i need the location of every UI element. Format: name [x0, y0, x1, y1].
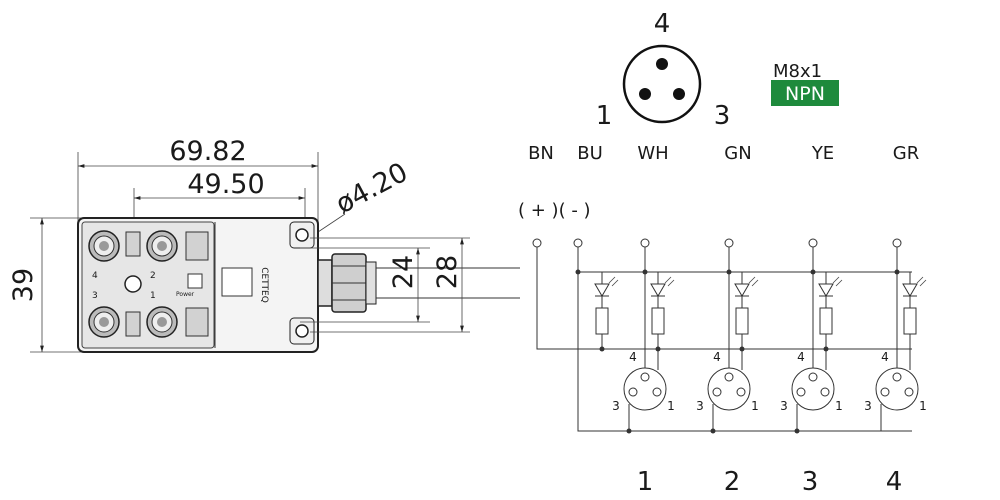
connector-face: [622, 44, 702, 124]
polarity-label: ( + )( - ): [518, 200, 591, 221]
pin-3-dot: [673, 88, 685, 100]
mounting-hole-top: [295, 228, 309, 242]
mechanical-drawing: 69.82 49.50 ø4.20 39: [8, 136, 520, 353]
dim-outer-pitch: 28: [432, 255, 463, 289]
pinout-left-number: 1: [596, 101, 613, 131]
pin-1-dot: [639, 88, 651, 100]
terminal-gr: [892, 238, 902, 248]
bus-negative: [577, 247, 912, 432]
mounting-hole-bottom: [295, 324, 309, 338]
wire-labels: BN BU WH GN YE GR ( + )( - ): [518, 143, 919, 221]
dim-height: 39: [8, 268, 39, 302]
gland-base: [317, 259, 333, 307]
bus-positive: [536, 247, 912, 350]
wire-label-wh: WH: [637, 143, 668, 164]
channel-3: 4 3 1: [780, 247, 843, 434]
type-badge: M8x1 NPN: [771, 61, 839, 106]
terminal-ye: [808, 238, 818, 248]
terminal-wh: [640, 238, 650, 248]
channel-4-pin-right: 1: [919, 399, 927, 413]
channel-2: 4 3 1: [696, 247, 759, 434]
badge-background: [771, 80, 839, 106]
port-number-2: 2: [724, 467, 741, 497]
port-number-1: 1: [637, 467, 654, 497]
channel-3-pin-left: 3: [780, 399, 788, 413]
wire-label-bu: BU: [577, 143, 603, 164]
channel-1-pin-top: 4: [629, 350, 637, 364]
channel-2-pin-top: 4: [713, 350, 721, 364]
badge-logic: NPN: [785, 83, 825, 105]
socket-port-1: [146, 306, 178, 338]
pinout-right-number: 3: [714, 101, 731, 131]
wire-label-bn: BN: [528, 143, 554, 164]
socket-port-2: [146, 230, 178, 262]
channel-2-pin-right: 1: [751, 399, 759, 413]
port-number-3: 3: [802, 467, 819, 497]
channel-4-pin-left: 3: [864, 399, 872, 413]
socket-port-3: [88, 306, 120, 338]
hole-leader: [317, 213, 346, 233]
wiring-schematic: 4 3 1 4 3 1: [532, 238, 927, 497]
channel-4: 4 3 1: [864, 247, 927, 431]
badge-size: M8x1: [773, 61, 822, 82]
power-led: [187, 273, 203, 289]
channel-3-pin-top: 4: [797, 350, 805, 364]
housing-port-label-2: 2: [150, 271, 156, 281]
channel-1-pin-left: 3: [612, 399, 620, 413]
connector-pinout: 4 1 3: [596, 9, 731, 131]
power-label: Power: [176, 291, 195, 298]
terminal-gn: [724, 238, 734, 248]
dim-inner-width: 49.50: [187, 169, 264, 200]
wire-label-gr: GR: [893, 143, 919, 164]
channel-2-pin-left: 3: [696, 399, 704, 413]
terminal-bu: [573, 238, 583, 248]
port-number-4: 4: [886, 467, 903, 497]
housing-port-label-1: 1: [150, 291, 156, 301]
pinout-top-number: 4: [654, 9, 671, 39]
brand-text: CETTEQ: [259, 267, 269, 303]
channel-1-pin-right: 1: [667, 399, 675, 413]
dim-inner-pitch: 24: [388, 255, 419, 289]
wire-label-ye: YE: [811, 143, 834, 164]
socket-port-4: [88, 230, 120, 262]
center-hole: [124, 275, 142, 293]
housing-port-label-4: 4: [92, 271, 98, 281]
wire-label-gn: GN: [724, 143, 751, 164]
channel-1: 4 3 1: [612, 247, 675, 434]
dim-total-width: 69.82: [169, 136, 246, 167]
channel-3-pin-right: 1: [835, 399, 843, 413]
pin-4-dot: [656, 58, 668, 70]
housing-port-label-3: 3: [92, 291, 98, 301]
label-window: [221, 267, 253, 297]
dim-hole-diameter: ø4.20: [331, 157, 413, 220]
terminal-bn: [532, 238, 542, 248]
channel-4-pin-top: 4: [881, 350, 889, 364]
